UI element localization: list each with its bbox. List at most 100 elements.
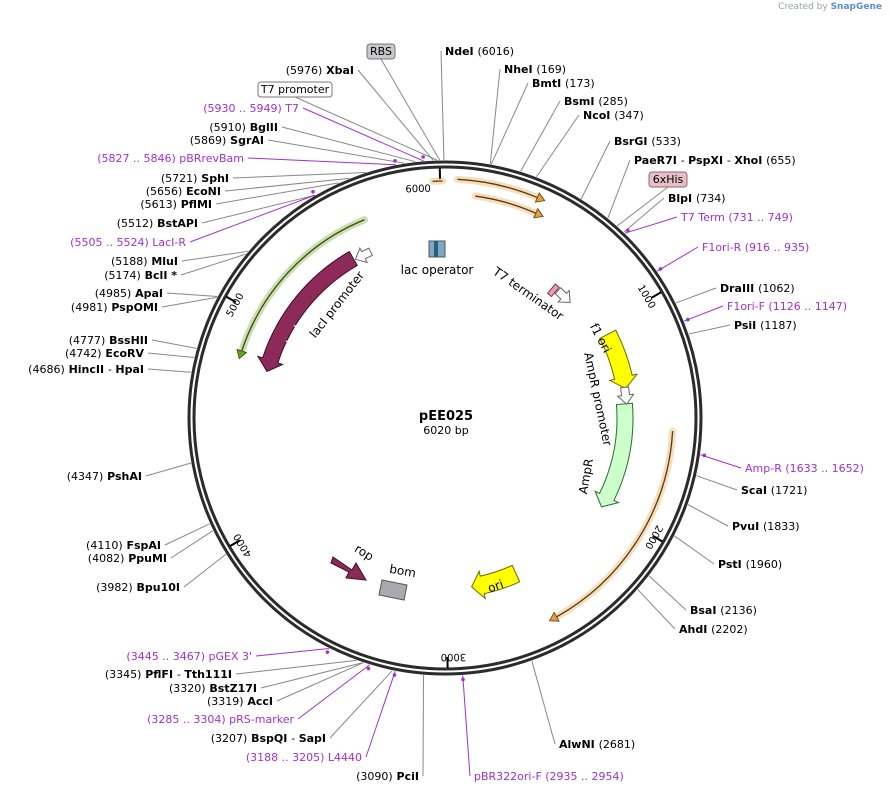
- site-leader-285: [521, 101, 560, 171]
- primer-marker-5: [686, 318, 690, 322]
- primer-marker-0: [421, 155, 425, 159]
- site-label-169: NheI (169): [504, 63, 566, 76]
- site-label-5188-part: MluI: [148, 255, 178, 268]
- primer-marker-4: [659, 267, 663, 271]
- primer-label-2: (5505 .. 5524) LacI-R: [70, 236, 186, 249]
- site-leader-3319: [277, 663, 363, 701]
- site-label-1062-part: DraIII: [720, 282, 758, 295]
- site-label-4742: (4742) EcoRV: [65, 347, 144, 360]
- primer-marker-7: [326, 650, 330, 654]
- primer-label-6: Amp-R (1633 .. 1652): [745, 462, 864, 475]
- site-label-1187: PsiI (1187): [734, 319, 797, 332]
- site-label-1721: ScaI (1721): [741, 484, 807, 497]
- site-label-4686-part: -: [108, 363, 115, 376]
- primer-label-5: F1ori-F (1126 .. 1147): [727, 300, 847, 313]
- site-label-3207-part: -: [291, 732, 298, 745]
- site-label-4110-part: (4110): [86, 539, 123, 552]
- site-label-5721: (5721) SphI: [161, 172, 229, 185]
- site-label-2202-part: AhdI: [679, 623, 711, 636]
- tick-label-3000: 3000: [441, 651, 467, 662]
- boxed-feature-label-2: 6xHis: [653, 173, 684, 186]
- site-leader-5721: [233, 172, 366, 178]
- site-leader-1187: [689, 325, 730, 334]
- site-label-5613: (5613) PflMI: [140, 198, 212, 211]
- site-label-734: BlpI (734): [668, 192, 726, 205]
- feature-rop-arrow: [331, 557, 366, 580]
- primer-marker-10: [461, 678, 465, 682]
- snapgene-logo: SnapGene: [831, 2, 882, 12]
- site-label-3345: (3345) PflFI - Tth111I: [105, 668, 232, 681]
- site-label-1062: DraIII (1062): [720, 282, 795, 295]
- primer-marker-6: [703, 454, 707, 458]
- site-leader-3320: [261, 663, 363, 688]
- site-label-533-part: (533): [651, 135, 681, 148]
- site-label-655-part: PaeR7I: [634, 154, 681, 167]
- orf-arc-top-c-halo: [475, 196, 536, 213]
- site-label-173-part: (173): [565, 77, 595, 90]
- site-label-4347-part: PshAI: [103, 470, 142, 483]
- site-leader-655: [608, 160, 630, 218]
- label-rop: rop: [352, 541, 376, 563]
- primer-leader-0: [303, 108, 423, 161]
- site-leader-2202: [638, 590, 675, 629]
- site-leader-1062: [676, 288, 716, 303]
- site-label-5656-part: (5656): [146, 185, 183, 198]
- site-leader-2136: [649, 576, 686, 610]
- primer-leader-10: [463, 675, 470, 776]
- site-label-1721-part: ScaI: [741, 484, 771, 497]
- site-label-285: BsmI (285): [564, 95, 628, 108]
- feature-ampr-promoter-arrow: [618, 387, 634, 404]
- site-label-6016-part: NdeI: [445, 45, 477, 58]
- site-label-5721-part: SphI: [197, 172, 229, 185]
- primer-leader-5: [684, 306, 723, 321]
- feature-lacI-promoter-arrow: [355, 248, 372, 262]
- site-leader-3207: [330, 671, 392, 738]
- site-leader-5910: [282, 127, 415, 162]
- site-label-4110: (4110) FspAI: [86, 539, 161, 552]
- primer-marker-3: [626, 229, 630, 233]
- site-label-4686-part: HpaI: [115, 363, 144, 376]
- site-leader-4686: [148, 369, 191, 372]
- site-label-1721-part: (1721): [771, 484, 808, 497]
- site-label-173: BmtI (173): [532, 77, 595, 90]
- site-label-5869: (5869) SgrAI: [190, 134, 264, 147]
- site-label-4981-part: (4981): [71, 301, 108, 314]
- site-label-5910-part: (5910): [209, 121, 246, 134]
- site-label-2136: BsaI (2136): [690, 604, 757, 617]
- primer-label-10: pBR322ori-F (2935 .. 2954): [474, 770, 624, 783]
- site-leader-533: [581, 141, 610, 199]
- site-label-1062-part: (1062): [758, 282, 795, 295]
- plasmid-size: 6020 bp: [423, 424, 468, 437]
- site-label-347: NcoI (347): [583, 109, 644, 122]
- site-label-5869-part: (5869): [190, 134, 227, 147]
- site-label-5613-part: (5613): [140, 198, 177, 211]
- site-label-3319-part: (3319): [207, 695, 244, 708]
- site-label-2136-part: (2136): [720, 604, 757, 617]
- primer-label-1: (5827 .. 5846) pBRrevBam: [97, 152, 244, 165]
- site-label-5656: (5656) EcoNI: [146, 185, 221, 198]
- site-label-169-part: (169): [536, 63, 566, 76]
- site-label-3207-part: SapI: [299, 732, 326, 745]
- site-label-5656-part: EcoNI: [182, 185, 221, 198]
- site-label-2681: AlwNI (2681): [559, 738, 635, 751]
- site-label-3345-part: PflFI: [141, 668, 176, 681]
- site-label-5188-part: (5188): [111, 255, 148, 268]
- primer-label-4: F1ori-R (916 .. 935): [702, 241, 809, 254]
- site-label-2202: AhdI (2202): [679, 623, 748, 636]
- site-label-5174: (5174) BclI *: [104, 269, 177, 282]
- primer-label-8: (3285 .. 3304) pRS-marker: [147, 713, 294, 726]
- site-leader-6016: [441, 51, 444, 160]
- site-label-655-part: -: [681, 154, 688, 167]
- site-leader-4110: [165, 524, 210, 545]
- site-label-347-part: NcoI: [583, 109, 614, 122]
- site-label-5512-part: (5512): [117, 217, 154, 230]
- site-label-1960-part: (1960): [746, 558, 783, 571]
- label-bom: bom: [388, 562, 417, 580]
- site-leader-4742: [148, 353, 194, 357]
- site-label-4082: (4082) PpuMI: [88, 552, 167, 565]
- site-leader-2681: [532, 661, 555, 744]
- tick-label-6000: 6000: [405, 184, 431, 196]
- site-label-4777-part: (4777): [69, 334, 106, 347]
- site-label-5613-part: PflMI: [177, 198, 212, 211]
